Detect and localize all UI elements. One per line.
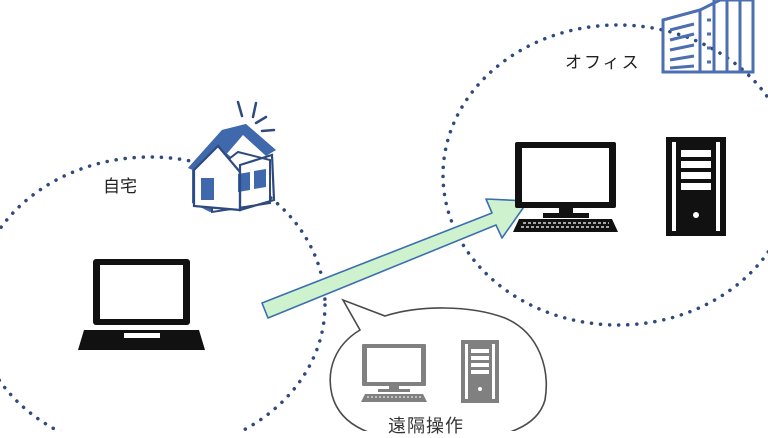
remote-operation-label: 遠隔操作	[388, 416, 464, 437]
arrow-icon	[261, 198, 529, 319]
home-label: 自宅	[103, 177, 137, 197]
office-label: オフィス	[565, 53, 641, 73]
laptop-icon	[78, 259, 205, 350]
home-area-circle	[0, 155, 327, 431]
office-building-icon	[661, 0, 755, 74]
bubble-server-icon	[461, 340, 499, 403]
office-area-circle	[441, 23, 768, 327]
bubble-monitor-icon	[361, 344, 427, 402]
server-tower-icon	[666, 137, 726, 236]
keyboard-icon	[513, 219, 618, 232]
desktop-monitor-icon	[515, 142, 616, 218]
house-icon	[188, 100, 276, 214]
